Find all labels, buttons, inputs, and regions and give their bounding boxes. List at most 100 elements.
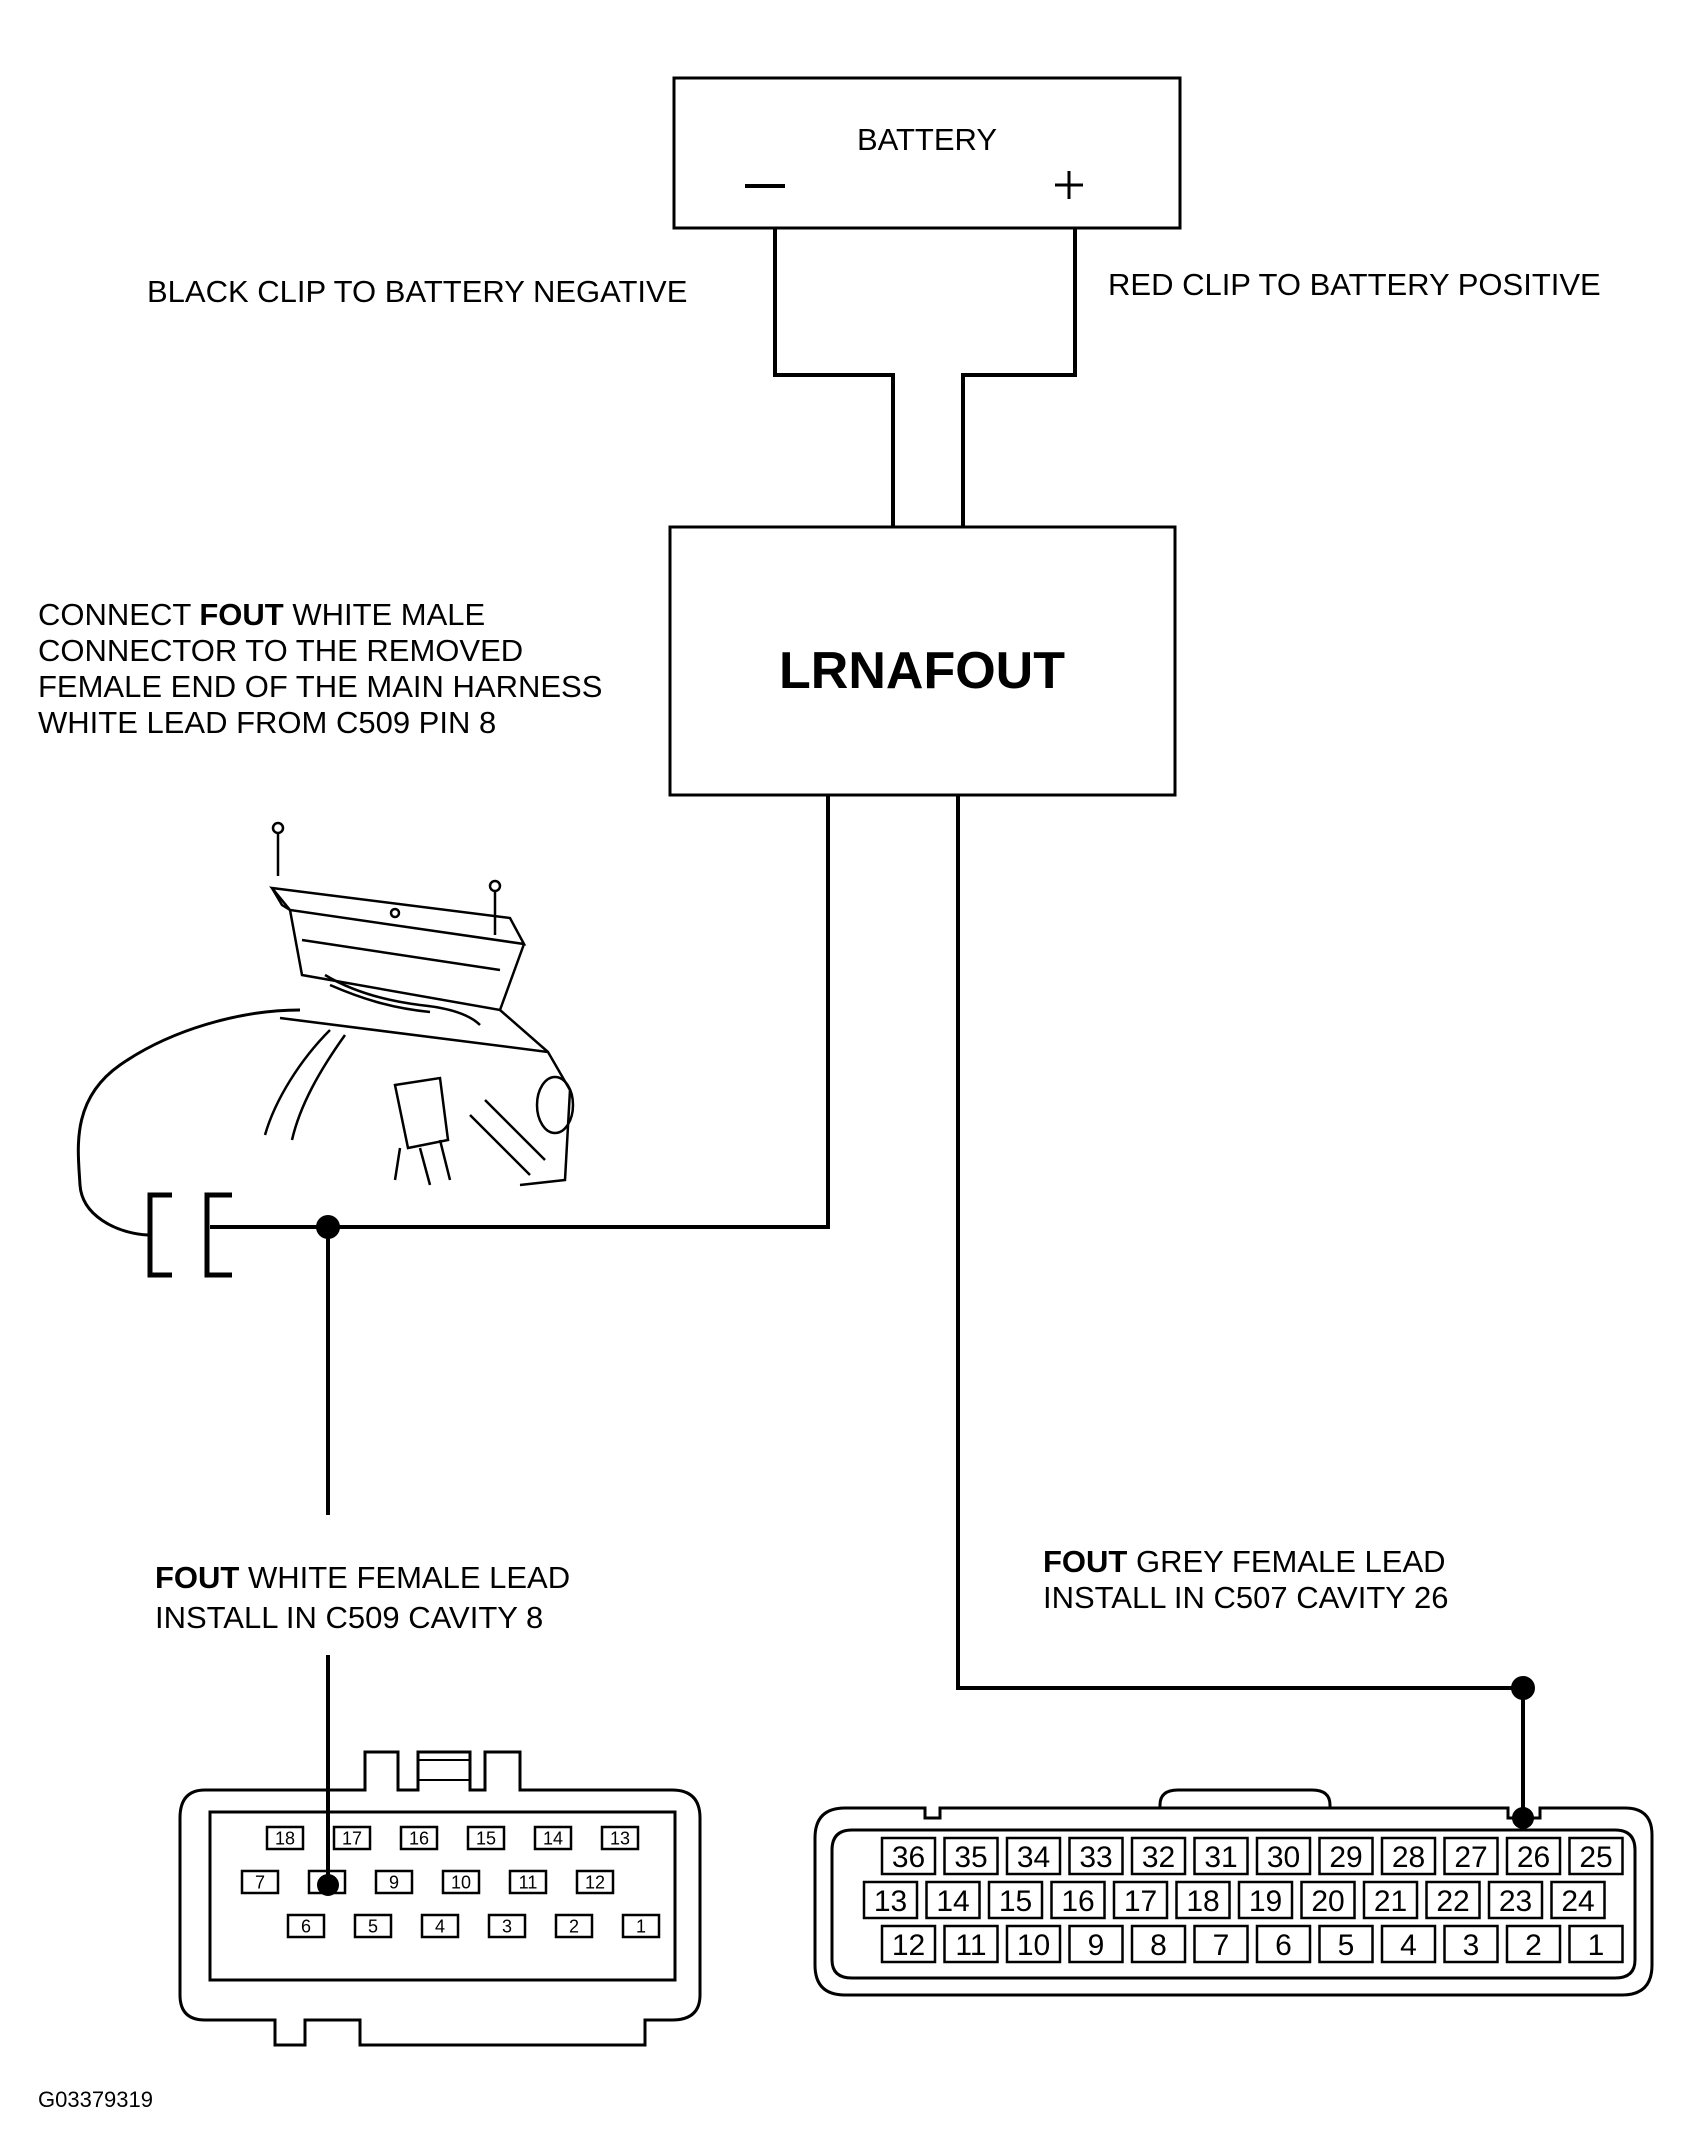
cavity-3: 3: [1443, 1924, 1499, 1964]
cavity-outline: [943, 1924, 999, 1964]
cavity-outline: [1237, 1880, 1294, 1920]
cavity-number: 35: [954, 1841, 987, 1874]
cavity-number: 16: [1061, 1885, 1094, 1918]
cavity-number: 27: [1454, 1841, 1487, 1874]
cavity-4: 4: [1380, 1924, 1437, 1964]
grey-lead-label: FOUT GREY FEMALE LEAD INSTALL IN C507 CA…: [1043, 1544, 1448, 1615]
cavity-outline: [943, 1836, 999, 1876]
cavity-35: 35: [943, 1836, 999, 1876]
cavity-outline: [880, 1836, 937, 1876]
cavity-outline: [533, 1825, 573, 1851]
cavity-10: 10: [441, 1869, 481, 1895]
black-clip-lead: [773, 228, 895, 527]
white-lead-label: FOUT WHITE FEMALE LEAD INSTALL IN C509 C…: [155, 1560, 570, 1635]
cavity-number: 4: [435, 1916, 445, 1936]
cavity-number: 36: [892, 1841, 925, 1874]
cavity-20: 20: [1300, 1880, 1356, 1920]
cavity-36: 36: [880, 1836, 937, 1876]
cavity-number: 13: [610, 1828, 630, 1848]
cavity-13: 13: [600, 1825, 640, 1851]
cavity-outline: [487, 1913, 527, 1939]
cavity-number: 3: [502, 1916, 512, 1936]
cavity-9: 9: [1068, 1924, 1124, 1964]
cavity-22: 22: [1425, 1880, 1481, 1920]
battery-box: [672, 76, 1182, 230]
figure-id: G03379319: [38, 2087, 153, 2112]
cavity-outline: [1443, 1836, 1499, 1876]
cavity-16: 16: [1050, 1880, 1106, 1920]
cavity-number: 19: [1249, 1885, 1282, 1918]
cavity-number: 11: [519, 1872, 538, 1892]
cavity-31: 31: [1193, 1836, 1249, 1876]
cavity-number: 15: [476, 1828, 496, 1848]
cavity-outline: [554, 1913, 594, 1939]
harness-lead: [76, 1008, 301, 1237]
cavity-outline: [1193, 1924, 1249, 1964]
cavity-28: 28: [1380, 1836, 1437, 1876]
cavity-19: 19: [1237, 1880, 1294, 1920]
cavity-12: 12: [880, 1924, 937, 1964]
cavity-outline: [265, 1825, 305, 1851]
cavity-number: 26: [1517, 1841, 1550, 1874]
cavity-number: 2: [1525, 1929, 1542, 1962]
white-lead-wire: [210, 795, 830, 1229]
cavity-number: 12: [892, 1929, 925, 1962]
cavity-outline: [1255, 1924, 1312, 1964]
cavity-number: 33: [1079, 1841, 1112, 1874]
cavity-number: 9: [389, 1872, 399, 1892]
cavity-number: 34: [1017, 1841, 1050, 1874]
cavity-outline: [1255, 1836, 1312, 1876]
cavity-outline: [1568, 1924, 1624, 1964]
cavity-8: 8: [1130, 1924, 1187, 1964]
cavity-outline: [1318, 1924, 1374, 1964]
cavity-number: 14: [543, 1828, 563, 1848]
cavity-outline: [880, 1924, 937, 1964]
grey-lead-bold: FOUT: [1043, 1544, 1127, 1579]
cavity-33: 33: [1068, 1836, 1124, 1876]
cavity-number: 31: [1204, 1841, 1237, 1874]
cavity-outline: [1505, 1836, 1562, 1876]
cavity-outline: [987, 1880, 1044, 1920]
cavity-14: 14: [925, 1880, 981, 1920]
cavity-outline: [925, 1880, 981, 1920]
cavity-outline: [1380, 1836, 1437, 1876]
cavity-number: 10: [451, 1872, 471, 1892]
cavity-outline: [1318, 1836, 1374, 1876]
cavity-16: 16: [399, 1825, 439, 1851]
c509-cavity-marker: [317, 1874, 339, 1896]
connect-instruction-line4: WHITE LEAD FROM C509 PIN 8: [38, 705, 496, 740]
c507-cavity-marker: [1512, 1807, 1534, 1829]
connect-line1-prefix: CONNECT: [38, 597, 199, 632]
connect-instruction: CONNECT FOUT WHITE MALE CONNECTOR TO THE…: [38, 597, 602, 740]
cavity-number: 5: [1338, 1929, 1355, 1962]
cavity-outline: [575, 1869, 615, 1895]
cavity-number: 12: [585, 1872, 605, 1892]
cavity-number: 18: [1186, 1885, 1219, 1918]
white-lead-label-line1: FOUT WHITE FEMALE LEAD: [155, 1560, 570, 1595]
cavity-number: 7: [255, 1872, 265, 1892]
cavity-outline: [1362, 1880, 1419, 1920]
cavity-number: 20: [1311, 1885, 1344, 1918]
cavity-5: 5: [1318, 1924, 1374, 1964]
cavity-outline: [621, 1913, 661, 1939]
cavity-outline: [1550, 1880, 1606, 1920]
cavity-outline: [466, 1825, 506, 1851]
cavity-outline: [1443, 1924, 1499, 1964]
cavity-number: 28: [1392, 1841, 1425, 1874]
cavity-number: 1: [636, 1916, 646, 1936]
black-clip-label: BLACK CLIP TO BATTERY NEGATIVE: [147, 274, 687, 309]
grey-lead-label-line2: INSTALL IN C507 CAVITY 26: [1043, 1580, 1448, 1615]
grey-lead-wire: [956, 795, 1525, 1818]
battery-positive-icon: [1055, 171, 1083, 199]
cavity-number: 1: [1588, 1929, 1605, 1962]
module: LRNAFOUT: [668, 525, 1177, 797]
cavity-11: 11: [943, 1924, 999, 1964]
cavity-29: 29: [1318, 1836, 1374, 1876]
cavity-number: 21: [1374, 1885, 1407, 1918]
cavity-9: 9: [374, 1869, 414, 1895]
cavity-outline: [1068, 1836, 1124, 1876]
cavity-number: 3: [1463, 1929, 1480, 1962]
cavity-24: 24: [1550, 1880, 1606, 1920]
cavity-15: 15: [466, 1825, 506, 1851]
